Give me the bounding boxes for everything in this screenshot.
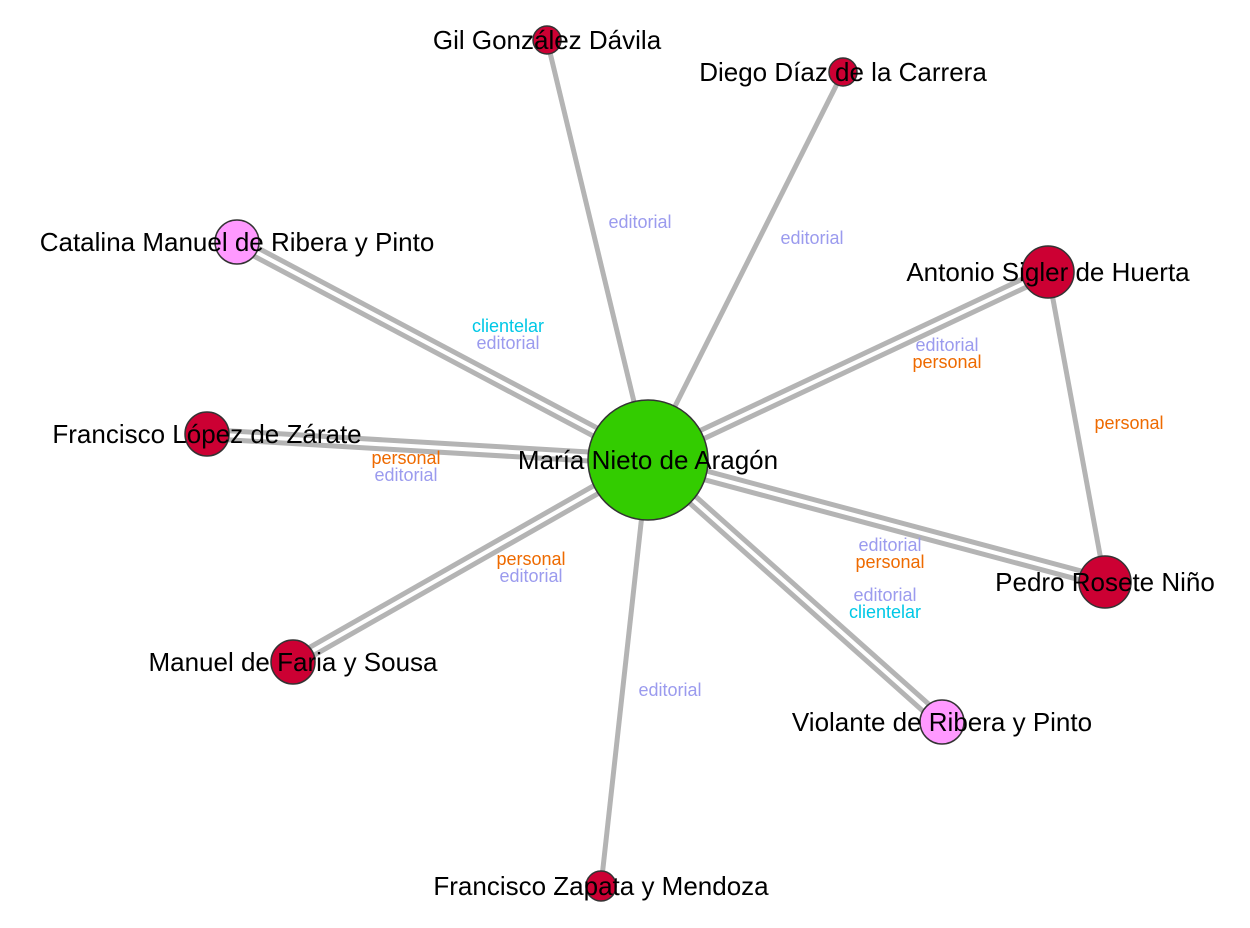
edge-maria-antonio-personal[interactable] <box>648 273 1051 467</box>
node-catalina[interactable] <box>214 219 260 265</box>
edge-label-editorial: editorial <box>608 212 671 232</box>
node-label-catalina: Catalina Manuel de Ribera y Pinto <box>40 227 435 257</box>
edge-label-editorial: editorial <box>476 333 539 353</box>
edge-label-personal: personal <box>1094 413 1163 433</box>
edge-maria-zapata-editorial[interactable] <box>598 459 651 887</box>
node-maria[interactable] <box>587 399 709 521</box>
node-gil[interactable] <box>532 25 562 55</box>
edge-maria-pedro-editorial[interactable] <box>648 453 1107 581</box>
edge-label-editorial: editorial <box>780 228 843 248</box>
nodes: María Nieto de Aragón Gil González Dávila… <box>40 25 1215 902</box>
edge-label-editorial: editorial <box>638 680 701 700</box>
node-label-antonio: Antonio Sigler de Huerta <box>906 257 1190 287</box>
node-label-pedro: Pedro Rosete Niño <box>995 567 1215 597</box>
node-antonio[interactable] <box>1021 245 1075 299</box>
edge-label-clientelar: clientelar <box>849 602 921 622</box>
edge-label-personal: personal <box>496 549 565 569</box>
edge-maria-violante-editorial[interactable] <box>649 454 947 721</box>
node-label-violante: Violante de Ribera y Pinto <box>792 707 1092 737</box>
node-label-maria: María Nieto de Aragón <box>518 445 778 475</box>
edge-label-editorial: editorial <box>853 585 916 605</box>
edge-label-clientelar: clientelar <box>472 316 544 336</box>
node-label-diego: Diego Díaz de la Carrera <box>699 57 987 87</box>
edge-maria-diego-editorial[interactable] <box>645 70 846 462</box>
edge-label-personal: personal <box>371 448 440 468</box>
node-violante[interactable] <box>919 699 965 745</box>
edges <box>206 39 1108 887</box>
edge-label-editorial: editorial <box>499 566 562 586</box>
edge-maria-gil-editorial[interactable] <box>544 39 651 461</box>
edge-maria-flopez-editorial[interactable] <box>207 427 649 459</box>
node-diego[interactable] <box>828 57 858 87</box>
edge-maria-pedro-personal[interactable] <box>646 461 1105 589</box>
edge-label-editorial: editorial <box>915 335 978 355</box>
edge-maria-flopez-personal[interactable] <box>206 435 648 467</box>
edge-antonio-pedro-personal[interactable] <box>1045 271 1108 583</box>
edge-label-personal: personal <box>912 352 981 372</box>
node-label-zapata: Francisco Zapata y Mendoza <box>433 871 769 901</box>
edge-label-editorial: editorial <box>858 535 921 555</box>
node-zapata[interactable] <box>585 870 617 902</box>
node-pedro[interactable] <box>1078 555 1132 609</box>
node-label-gil: Gil González Dávila <box>433 25 662 55</box>
edge-label-personal: personal <box>855 552 924 572</box>
node-label-manuel: Manuel de Faria y Sousa <box>148 647 438 677</box>
node-manuel[interactable] <box>270 639 316 685</box>
edge-maria-catalina-editorial[interactable] <box>237 235 652 459</box>
edge-maria-manuel-personal[interactable] <box>293 461 652 669</box>
edge-maria-antonio-editorial[interactable] <box>645 265 1048 459</box>
node-flopez[interactable] <box>184 411 230 457</box>
edge-maria-manuel-editorial[interactable] <box>289 453 648 661</box>
node-label-flopez: Francisco López de Zárate <box>52 419 361 449</box>
edge-maria-catalina-clientelar[interactable] <box>233 243 648 467</box>
edge-maria-violante-clientelar[interactable] <box>643 461 941 728</box>
edge-label-editorial: editorial <box>374 465 437 485</box>
